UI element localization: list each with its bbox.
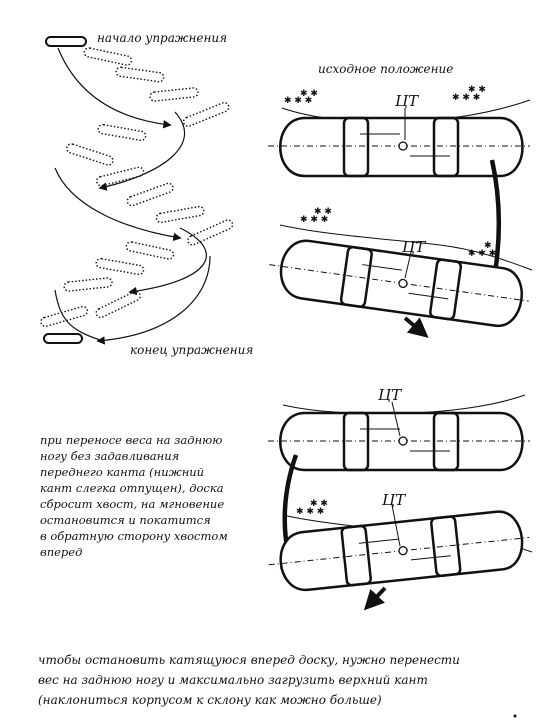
stray-mark [513, 714, 517, 718]
slide-direction-arrow [363, 586, 387, 611]
board-tilted [269, 239, 529, 327]
svg-text:✱ ✱: ✱ ✱ [310, 499, 328, 509]
center-of-gravity-marker [398, 546, 408, 556]
svg-text:✱ ✱: ✱ ✱ [314, 207, 332, 217]
board-lower-2 [268, 510, 530, 592]
start-label: начало упражнения [97, 31, 227, 45]
board-initial [268, 108, 530, 178]
end-label: конец упражнения [130, 343, 253, 357]
board-lower-1 [268, 401, 530, 472]
svg-text:✱ ✱: ✱ ✱ [300, 89, 318, 99]
svg-text:✱: ✱ [484, 241, 492, 251]
svg-text:✱ ✱ ✱: ✱ ✱ ✱ [300, 215, 328, 225]
cg-label: ЦТ [378, 386, 402, 404]
end-board [43, 333, 83, 344]
stopping-instruction: чтобы остановить катящуюся вперед доску,… [38, 653, 460, 707]
sequence-boards [40, 47, 234, 328]
svg-text:✱ ✱ ✱: ✱ ✱ ✱ [284, 96, 312, 106]
start-board [45, 36, 87, 47]
center-of-gravity-marker [398, 278, 408, 289]
weight-transfer-description: при переносе веса на заднюю ногу без зад… [40, 433, 228, 559]
cg-label: ЦТ [395, 92, 419, 110]
center-of-gravity-marker [398, 436, 408, 446]
right-bottom-diagram: ✱ ✱ ✱✱ ✱ ✱ ✱ ✱✱ ЦТ ЦТ [268, 386, 533, 611]
initial-position-title: исходное положение [318, 62, 453, 76]
svg-text:✱ ✱ ✱: ✱ ✱ ✱ [296, 507, 324, 517]
svg-text:✱ ✱ ✱: ✱ ✱ ✱ [468, 249, 496, 259]
slide-direction-arrow [403, 316, 429, 338]
motion-arrows [54, 47, 211, 345]
right-top-diagram: исходное положение ✱ ✱ ✱✱ ✱ ✱ ✱ ✱✱ ✱ ✱ ✱… [268, 62, 533, 338]
cg-label: ЦТ [382, 491, 406, 509]
svg-text:✱ ✱: ✱ ✱ [468, 85, 486, 95]
left-sequence: начало упражнения конец упражнения [40, 31, 253, 357]
center-of-gravity-marker [398, 141, 408, 151]
snow-dots: ✱ ✱ ✱✱ ✱ ✱ ✱ ✱✱ ✱ ✱ ✱ ✱✱ ✱ ✱ ✱ ✱✱ [284, 85, 496, 259]
cg-label: ЦТ [402, 238, 426, 256]
svg-text:✱ ✱ ✱: ✱ ✱ ✱ [452, 93, 480, 103]
